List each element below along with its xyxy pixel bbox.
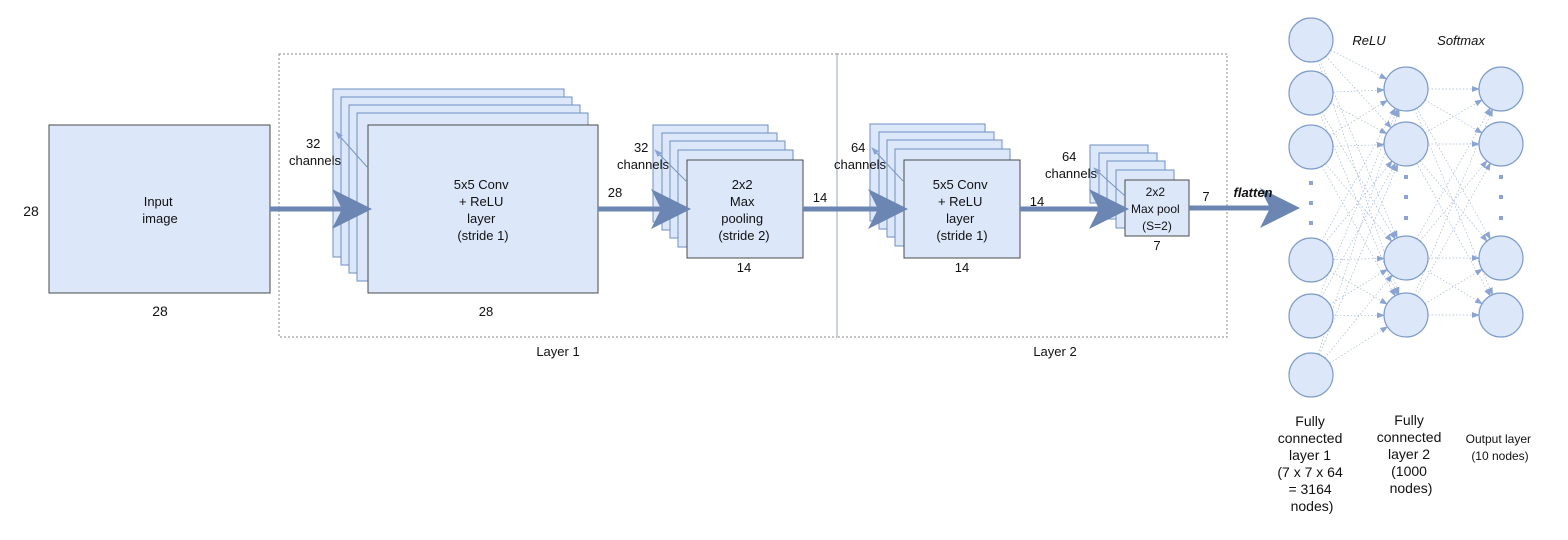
layer2-pool-channels: 64 channels: [1045, 149, 1098, 181]
fc-nodes: [1288, 17, 1524, 398]
fc1-ellipsis-dot: [1309, 201, 1313, 205]
layer1-frame: [278, 53, 838, 338]
input-image-box: [48, 124, 271, 294]
fc1-to-fc2-edge: [1324, 160, 1393, 244]
fc1-to-fc2-edge: [1321, 162, 1396, 297]
fc1-to-fc2-edge: [1317, 60, 1400, 296]
input-height-label: 28: [23, 203, 39, 219]
layer2-pool-box: [1124, 179, 1190, 237]
layer1-pool-channels: 32 channels: [617, 140, 670, 172]
layer1-conv-box: [367, 124, 599, 294]
fc1-to-fc2-edge: [1329, 99, 1389, 136]
layer2-pool-label: 2x2 Max pool (S=2): [1131, 185, 1183, 233]
input-width-label: 28: [152, 303, 168, 319]
output-node: [1478, 121, 1524, 167]
layer2-pool-width: 7: [1153, 238, 1160, 253]
layer2-conv-channels: 64 channels: [834, 140, 887, 172]
fc2-node: [1383, 235, 1429, 281]
fc1-to-fc2-edge: [1332, 87, 1386, 94]
layer1-conv-width: 28: [479, 304, 493, 319]
output-ellipsis-dot: [1499, 175, 1503, 179]
fc1-to-fc2-edge: [1324, 274, 1393, 359]
fc1-to-fc2-edge: [1329, 326, 1389, 364]
fc2-to-output-edge: [1424, 99, 1483, 134]
layer1-pool-box: [686, 159, 804, 259]
layer2-conv-width: 14: [955, 260, 969, 275]
fc1-to-fc2-edge: [1319, 163, 1399, 355]
fc2-ellipsis-dot: [1404, 195, 1408, 199]
fc2-ellipsis-dot: [1404, 216, 1408, 220]
fc1-to-fc2-edge: [1330, 49, 1388, 80]
output-node: [1478, 292, 1524, 338]
flatten-label: flatten: [1234, 185, 1273, 200]
fc2-ellipsis-dot: [1404, 175, 1408, 179]
fc2-to-output-edge: [1424, 269, 1483, 305]
relu-activation-label: ReLU: [1352, 33, 1386, 48]
fc1-to-fc2-edge: [1325, 56, 1392, 129]
fc2-node: [1383, 66, 1429, 112]
fc2-to-output-edge: [1416, 163, 1491, 297]
layer2-conv-stack: [869, 123, 1021, 259]
fc2-node: [1383, 292, 1429, 338]
output-node: [1478, 235, 1524, 281]
layer1-pool-label: 2x2 Max pooling (stride 2): [718, 177, 769, 243]
layer1-conv-channel-pointer: [335, 131, 369, 169]
fc1-to-fc2-edge: [1321, 107, 1396, 241]
fc1-node: [1288, 17, 1334, 63]
fc1-to-fc2-edge: [1330, 103, 1388, 135]
layer2-conv-out-size: 14: [1030, 194, 1044, 209]
fc1-to-fc2-edge: [1329, 268, 1389, 305]
layer2-pool-stack: [1089, 144, 1190, 237]
layer1-conv-out-size: 28: [608, 185, 622, 200]
layer1-label: Layer 1: [536, 344, 579, 359]
layer2-conv-box: [903, 159, 1021, 259]
output-node: [1478, 66, 1524, 112]
fc1-to-fc2-edge: [1332, 255, 1386, 262]
output-layer-label: Output layer (10 nodes): [1466, 432, 1535, 463]
layer2-conv-channel-pointer: [871, 147, 905, 183]
fc1-to-fc2-edge: [1321, 111, 1396, 240]
fc1-label: Fully connected layer 1 (7 x 7 x 64 = 31…: [1277, 413, 1346, 514]
layer2-label: Layer 2: [1033, 344, 1076, 359]
fc1-node: [1288, 237, 1334, 283]
layer1-conv-label: 5x5 Conv + ReLU layer (stride 1): [454, 177, 513, 243]
layer1-conv-channels: 32 channels: [289, 136, 342, 168]
fc1-to-fc2-edge: [1332, 141, 1386, 148]
fc2-node: [1383, 121, 1429, 167]
fc2-label: Fully connected layer 2 (1000 nodes): [1377, 412, 1446, 496]
fc1-ellipsis-dot: [1309, 221, 1313, 225]
fc1-node: [1288, 124, 1334, 170]
fc1-ellipsis-dot: [1309, 181, 1313, 185]
softmax-activation-label: Softmax: [1437, 33, 1485, 48]
fc1-node: [1288, 293, 1334, 339]
layer1-conv-stack: [332, 88, 599, 294]
main-flow-arrows: [270, 188, 1300, 229]
fc1-to-fc2-edge: [1329, 270, 1388, 305]
output-ellipsis-dot: [1499, 195, 1503, 199]
fc1-node: [1288, 70, 1334, 116]
fc2-to-output-edge: [1416, 107, 1491, 239]
layer2-conv-label: 5x5 Conv + ReLU layer (stride 1): [933, 177, 992, 243]
layer1-pool-width: 14: [737, 260, 751, 275]
input-image-label: Input image: [142, 194, 177, 226]
fc1-node: [1288, 352, 1334, 398]
layer2-pool-out-size: 7: [1202, 189, 1209, 204]
fc2-to-output-edge: [1416, 162, 1491, 296]
output-ellipsis-dot: [1499, 216, 1503, 220]
layer1-pool-out-size: 14: [813, 190, 827, 205]
layer1-pool-channel-pointer: [654, 149, 688, 183]
fc1-to-fc2-edge: [1325, 163, 1393, 243]
fc2-to-output-edge: [1424, 268, 1483, 304]
fc1-to-fc2-edge: [1332, 312, 1386, 319]
